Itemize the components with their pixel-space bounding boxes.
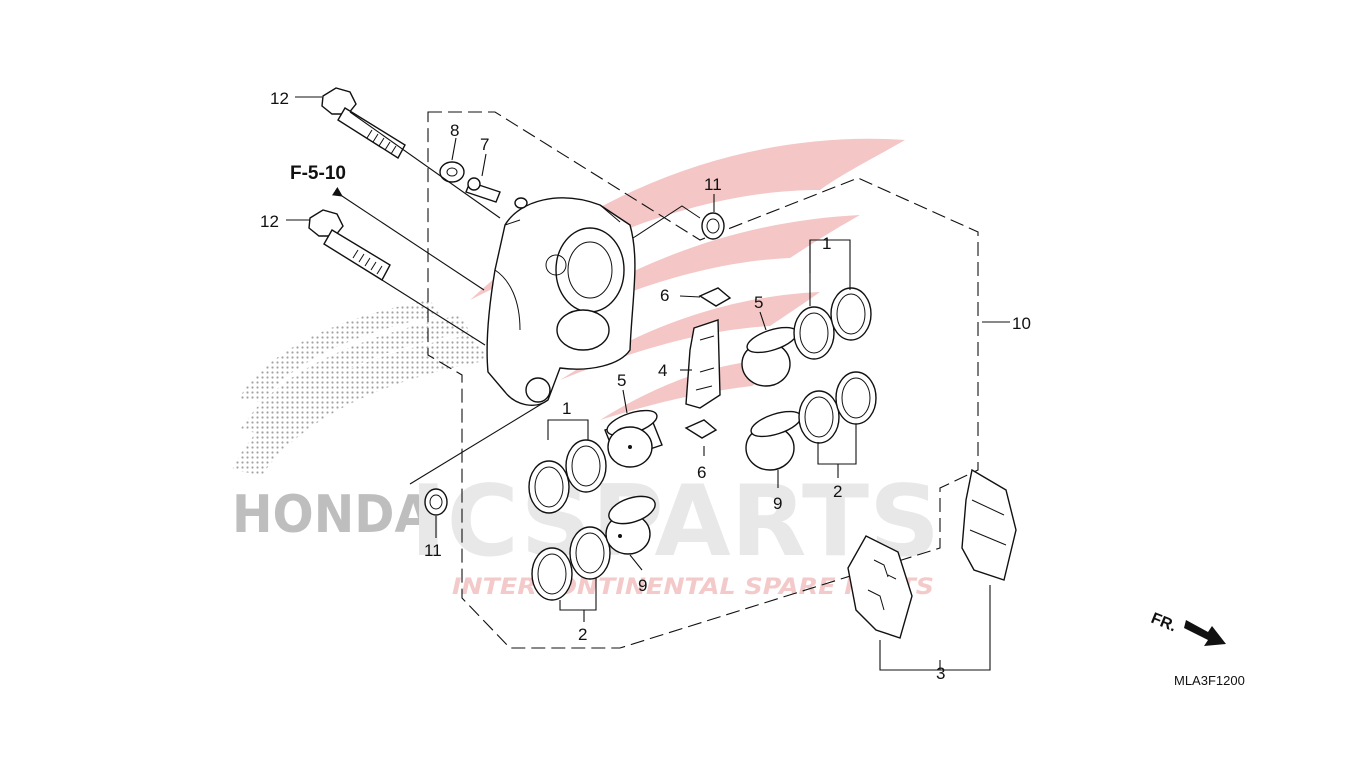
callout-12: 12 (270, 89, 289, 108)
callout-9: 9 (638, 576, 647, 595)
bleeder-cap (439, 161, 465, 183)
brake-caliper-body (486, 197, 636, 406)
piston-lower-left (605, 495, 656, 555)
callout-5: 5 (754, 293, 763, 312)
callout-5: 5 (617, 371, 626, 390)
watermark-brand-right: ICSPARTS (410, 465, 940, 579)
callout-6: 6 (697, 463, 706, 482)
callout-9: 9 (773, 494, 782, 513)
brake-pad-set (847, 468, 1017, 639)
piston-lower-right (745, 410, 802, 471)
pad-pin-clip-upper (698, 287, 732, 307)
bolt-upper (321, 87, 406, 159)
pad-spring (685, 319, 721, 409)
caliper-group-outline (427, 111, 979, 649)
front-direction-arrow (1184, 620, 1226, 646)
callout-4: 4 (658, 361, 667, 380)
callout-10: 10 (1012, 314, 1031, 333)
callout-7: 7 (480, 135, 489, 154)
callout-8: 8 (450, 121, 459, 140)
callout-1: 1 (822, 234, 831, 253)
piston-upper-right (741, 326, 798, 387)
reference-label: F-5-10 (290, 163, 346, 184)
bleeder-screw (465, 177, 501, 203)
watermark-brand-left: HONDA (232, 485, 432, 545)
callout-3: 3 (936, 664, 945, 683)
dotted-wing (232, 300, 490, 475)
callout-11: 11 (704, 175, 722, 194)
callout-2: 2 (833, 482, 842, 501)
callout-6: 6 (660, 286, 669, 305)
drawing-code: MLA3F1200 (1174, 673, 1245, 688)
inner-group-outline (629, 205, 701, 241)
bolt-lower (308, 209, 391, 281)
piston-upper-left (604, 409, 663, 468)
direction-label: FR. (1149, 610, 1179, 635)
leader-lines (286, 96, 1010, 671)
callout-12: 12 (260, 212, 279, 231)
callout-2: 2 (578, 625, 587, 644)
pad-pin-clip-lower (684, 419, 718, 439)
piston-seal-ring (528, 439, 607, 514)
dust-seal-ring (531, 526, 611, 601)
callout-1: 1 (562, 399, 571, 418)
callout-labels: 12 12 8 7 11 11 1 1 2 2 3 4 5 5 6 6 9 9 … (260, 89, 1245, 688)
collar-upper (701, 212, 725, 240)
watermark: HONDA ICSPARTS INTERCONTINENTAL SPARE PA… (232, 138, 940, 600)
collar-lower (424, 488, 448, 516)
dust-seal-ring-right (798, 371, 877, 444)
callout-11: 11 (424, 541, 442, 560)
piston-seal-ring-right (793, 287, 872, 360)
